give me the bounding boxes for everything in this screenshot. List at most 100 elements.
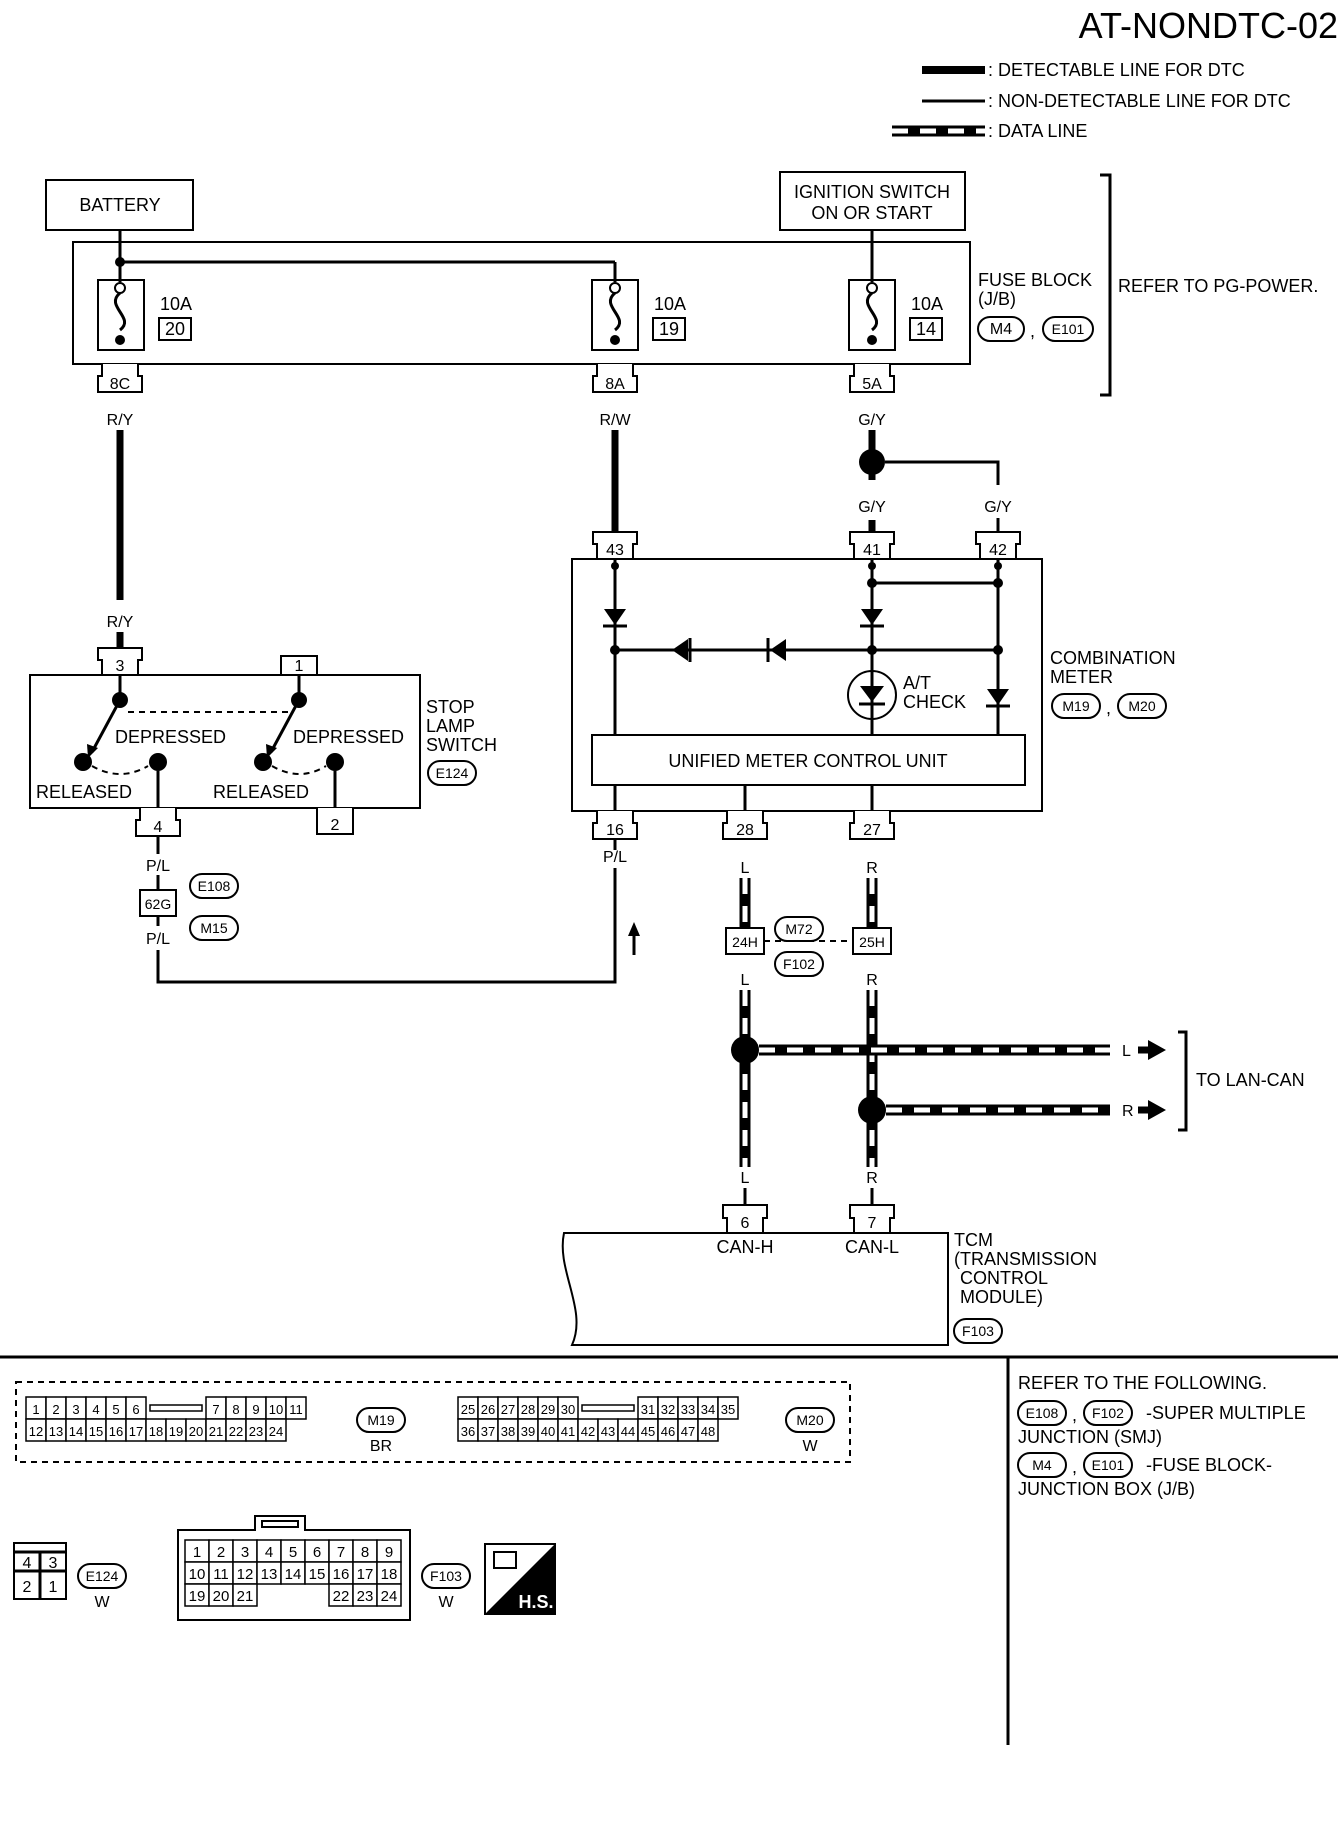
- refer-conn-e108: E108: [1026, 1405, 1059, 1421]
- meter-terminal-41: 41: [863, 542, 881, 559]
- pin-35: 35: [721, 1402, 735, 1417]
- tcm-pin-canh: CAN-H: [717, 1237, 774, 1257]
- pin-11: 11: [289, 1402, 303, 1417]
- meter-terminal-43: 43: [606, 542, 624, 559]
- pin-28: 28: [521, 1402, 535, 1417]
- wire-ry-top: R/Y: [107, 412, 134, 429]
- pin-21: 21: [237, 1588, 254, 1605]
- pin-47: 47: [681, 1424, 695, 1439]
- pin-1: 1: [32, 1402, 39, 1417]
- fuse-14: 10A 14: [848, 279, 943, 351]
- wire-pl-1: P/L: [146, 858, 170, 875]
- pin-13: 13: [49, 1424, 63, 1439]
- e124-pin-2: 2: [23, 1579, 32, 1596]
- wire-l-3: L: [741, 1170, 750, 1187]
- e124-pin-3: 3: [49, 1555, 58, 1572]
- wire-rw: R/W: [599, 412, 631, 429]
- meter-label-2: METER: [1050, 667, 1113, 687]
- meter-terminal-28: 28: [736, 822, 754, 839]
- pin-4: 4: [92, 1402, 99, 1417]
- terminal-25h: 25H: [859, 934, 885, 950]
- pin-cell: [232, 1583, 258, 1607]
- pin-19: 19: [169, 1424, 183, 1439]
- wire-gy: G/Y: [858, 412, 886, 429]
- pin-33: 33: [681, 1402, 695, 1417]
- pin-23: 23: [357, 1588, 374, 1605]
- refer-jb-2: JUNCTION BOX (J/B): [1018, 1479, 1195, 1499]
- pin-cell: [376, 1583, 402, 1607]
- refer-smj-2: JUNCTION (SMJ): [1018, 1427, 1162, 1447]
- wire-ry-bottom: R/Y: [107, 614, 134, 631]
- pin-12: 12: [237, 1566, 254, 1583]
- pin-5: 5: [112, 1402, 119, 1417]
- terminal-8a: 8A: [605, 376, 625, 393]
- terminal-62g: 62G: [145, 896, 171, 912]
- fuse-14-number: 14: [916, 319, 936, 339]
- pin-34: 34: [701, 1402, 715, 1417]
- battery-box: BATTERY: [45, 179, 194, 231]
- refer-heading: REFER TO THE FOLLOWING.: [1018, 1373, 1267, 1393]
- legend-data-text: : DATA LINE: [988, 121, 1087, 141]
- harness-side-icon: H.S.: [484, 1543, 556, 1615]
- pin-10: 10: [189, 1566, 206, 1583]
- splice-l: [731, 1036, 759, 1064]
- pin-cell: [717, 1396, 739, 1420]
- conn-e108: E108: [198, 878, 231, 894]
- switch-terminal-2: 2: [331, 817, 340, 834]
- legend: : DETECTABLE LINE FOR DTC : NON-DETECTAB…: [892, 60, 1291, 141]
- can-lines: L R 24H 25H M72 F102 L R L R: [725, 860, 1305, 1205]
- tcm-label-3: CONTROL: [960, 1268, 1048, 1288]
- to-lan-can: TO LAN-CAN: [1196, 1070, 1305, 1090]
- fuse-20-number: 20: [165, 319, 185, 339]
- pin-2: 2: [52, 1402, 59, 1417]
- svg-text:,: ,: [1072, 1405, 1077, 1425]
- wire-l-1: L: [741, 860, 750, 877]
- pin-45: 45: [641, 1424, 655, 1439]
- pin-41: 41: [561, 1424, 575, 1439]
- tcm: 6 7 CAN-H CAN-L TCM (TRANSMISSION CONTRO…: [561, 1204, 1097, 1346]
- lan-r: R: [1122, 1103, 1134, 1120]
- switch-released-1: RELEASED: [36, 782, 132, 802]
- at-check-lamp-icon: [847, 670, 897, 720]
- fuse-block-label-2: (J/B): [978, 289, 1016, 309]
- pin-22: 22: [333, 1588, 350, 1605]
- pin-9: 9: [385, 1544, 393, 1561]
- unit-label: UNIFIED METER CONTROL UNIT: [668, 751, 947, 771]
- pin-42: 42: [581, 1424, 595, 1439]
- conn-f102: F102: [783, 956, 815, 972]
- pin-17: 17: [357, 1566, 374, 1583]
- pin-7: 7: [337, 1544, 345, 1561]
- diode-icon: [986, 689, 1010, 708]
- wire-gy-42: G/Y: [984, 499, 1012, 516]
- pin-31: 31: [641, 1402, 655, 1417]
- meter-conn-m20: M20: [1128, 698, 1155, 714]
- diode-icon: [860, 609, 884, 628]
- connector-m20-color: W: [802, 1438, 818, 1455]
- tcm-label-2: (TRANSMISSION: [954, 1249, 1097, 1269]
- refer-conn-e101: E101: [1092, 1457, 1125, 1473]
- meter-terminal-42: 42: [989, 542, 1007, 559]
- arrow-right-icon: [1138, 1040, 1166, 1060]
- pin-13: 13: [261, 1566, 278, 1583]
- fuse-block: 10A 20 10A 19 10A 14 FUSE BLOCK (J/B) M4: [72, 173, 1318, 397]
- wire-r-2: R: [866, 972, 878, 989]
- pin-24: 24: [269, 1424, 283, 1439]
- legend-non-detectable-text: : NON-DETECTABLE LINE FOR DTC: [988, 91, 1291, 111]
- pin-8: 8: [232, 1402, 239, 1417]
- pin-12: 12: [29, 1424, 43, 1439]
- e124-color: W: [94, 1594, 110, 1611]
- pin-23: 23: [249, 1424, 263, 1439]
- tcm-label-1: TCM: [954, 1230, 993, 1250]
- pin-5: 5: [289, 1544, 297, 1561]
- refer-panel: REFER TO THE FOLLOWING. E108 , F102 -SUP…: [1017, 1373, 1306, 1499]
- pin-11: 11: [213, 1566, 229, 1583]
- pin-cell: [265, 1418, 287, 1442]
- wire-r-1: R: [866, 860, 878, 877]
- pin-29: 29: [541, 1402, 555, 1417]
- pin-36: 36: [461, 1424, 475, 1439]
- refer-pg-power: REFER TO PG-POWER.: [1118, 276, 1318, 296]
- switch-label-2: LAMP: [426, 716, 475, 736]
- tcm-pin-canl: CAN-L: [845, 1237, 899, 1257]
- connector-key: [149, 1404, 203, 1412]
